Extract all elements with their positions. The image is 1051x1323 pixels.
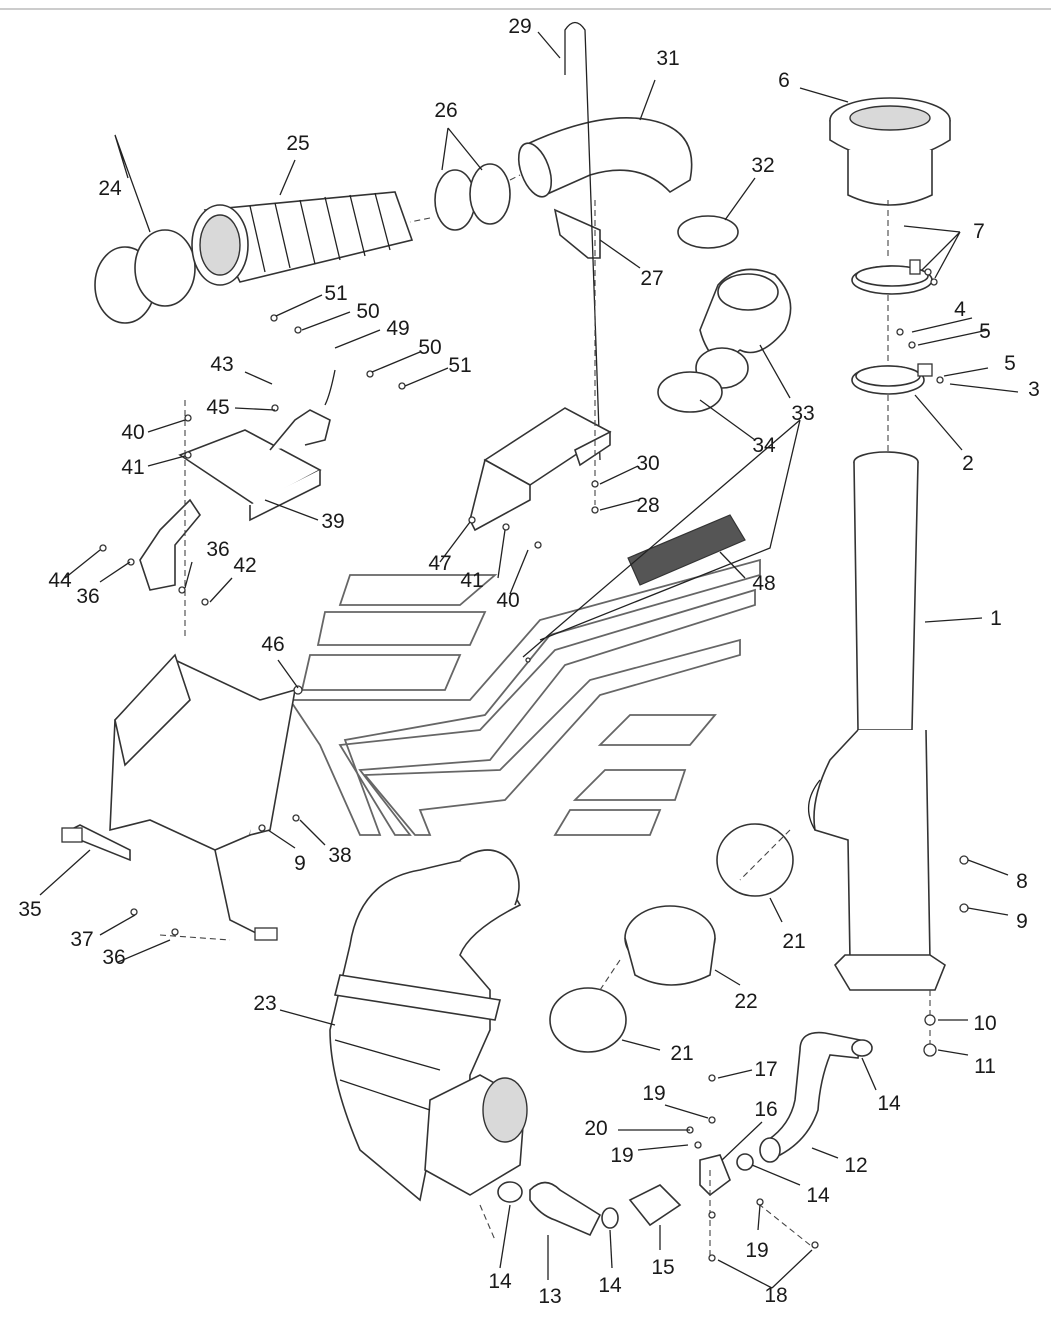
lower-hose-assembly-part (497, 1031, 873, 1237)
callout-36b: 36 (206, 538, 229, 561)
callout-8: 8 (1016, 870, 1028, 893)
callout-49: 49 (386, 317, 409, 340)
callout-37: 37 (70, 928, 93, 951)
frame-bracket-part (61, 653, 297, 941)
callout-18: 18 (764, 1284, 787, 1307)
callout-39: 39 (321, 510, 344, 533)
callout-47: 47 (428, 552, 451, 575)
inlet-hose-assembly-part (549, 823, 794, 1053)
callout-4: 4 (954, 298, 966, 321)
callout-14a: 14 (488, 1270, 512, 1293)
callout-35: 35 (18, 898, 41, 921)
callout-26: 26 (434, 99, 457, 122)
callout-23: 23 (253, 992, 276, 1015)
callout-25: 25 (286, 132, 309, 155)
callout-1: 1 (990, 607, 1002, 630)
callout-5a: 5 (979, 320, 991, 343)
mesh-screen-part (627, 514, 746, 586)
rubber-elbow-assembly-part (657, 215, 792, 413)
callout-9b: 9 (294, 852, 306, 875)
callout-14b: 14 (598, 1274, 622, 1297)
callout-51a: 51 (324, 282, 347, 305)
callout-24: 24 (98, 177, 122, 200)
air-cleaner-housing-part (329, 849, 528, 1202)
callout-45: 45 (206, 396, 229, 419)
callout-9a: 9 (1016, 910, 1028, 933)
upper-elbow-tube-part (517, 117, 693, 198)
callout-41a: 41 (121, 456, 144, 479)
exhaust-stack-part (808, 451, 946, 991)
callout-51b: 51 (448, 354, 471, 377)
callout-14c: 14 (877, 1092, 901, 1115)
callout-41b: 41 (460, 569, 483, 592)
callout-43: 43 (210, 353, 233, 376)
bellows-hose-assembly-part (94, 163, 511, 324)
callout-21b: 21 (670, 1042, 693, 1065)
callout-44: 44 (48, 569, 72, 592)
callout-2: 2 (962, 452, 974, 475)
leader-lines (39, 31, 1019, 1289)
cap-clamp-part (851, 259, 933, 295)
callout-3: 3 (1028, 378, 1040, 401)
plate-bracket-part (469, 407, 612, 532)
callout-19c: 19 (745, 1239, 768, 1262)
callout-5b: 5 (1004, 352, 1016, 375)
callout-34: 34 (752, 434, 776, 457)
callout-50b: 50 (418, 336, 441, 359)
callout-12: 12 (844, 1154, 867, 1177)
callout-29: 29 (508, 15, 531, 38)
frame-outline (288, 558, 761, 836)
callout-50a: 50 (356, 300, 379, 323)
callout-46: 46 (261, 633, 284, 656)
callout-28: 28 (636, 494, 659, 517)
callout-11: 11 (974, 1055, 996, 1078)
callout-27: 27 (640, 267, 663, 290)
callout-38: 38 (328, 844, 351, 867)
callout-30: 30 (636, 452, 659, 475)
alignment-lines (159, 174, 931, 1260)
callout-40b: 40 (496, 589, 519, 612)
callout-19a: 19 (642, 1082, 665, 1105)
callout-20: 20 (584, 1117, 607, 1140)
callout-17: 17 (754, 1058, 777, 1081)
callout-33: 33 (791, 402, 814, 425)
callout-40a: 40 (121, 421, 144, 444)
callout-22: 22 (734, 990, 757, 1013)
callout-7: 7 (973, 220, 985, 243)
callout-21a: 21 (782, 930, 805, 953)
callout-6: 6 (778, 69, 790, 92)
callout-31: 31 (656, 47, 679, 70)
callout-10: 10 (973, 1012, 996, 1035)
rain-cap-part (829, 97, 951, 206)
callout-36a: 36 (76, 585, 99, 608)
callout-42: 42 (233, 554, 256, 577)
stack-clamp-part (851, 363, 933, 395)
callout-16: 16 (754, 1098, 777, 1121)
callout-15: 15 (651, 1256, 674, 1279)
support-rod-part (564, 21, 601, 461)
callout-32: 32 (751, 154, 774, 177)
callout-14d: 14 (806, 1184, 830, 1207)
hardware-fasteners (99, 268, 969, 1262)
callout-13: 13 (538, 1285, 561, 1308)
callout-48: 48 (752, 572, 775, 595)
callout-36c: 36 (102, 946, 125, 969)
callout-labels: 1 2 3 4 5 5 6 7 8 9 9 10 11 12 13 14 14 … (18, 15, 1040, 1308)
callout-19b: 19 (610, 1144, 633, 1167)
